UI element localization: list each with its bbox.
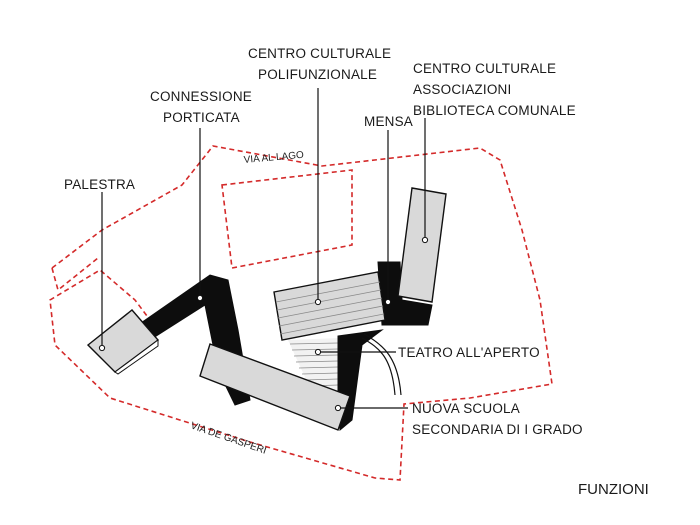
- label-centro-associazioni-line3: BIBLIOTECA COMUNALE: [413, 103, 576, 118]
- diagram-title: FUNZIONI: [578, 481, 649, 498]
- polifunzionale-dot: [314, 298, 322, 306]
- mensa-building: [377, 261, 433, 326]
- label-centro-polifunzionale-line1: CENTRO CULTURALE: [248, 46, 391, 61]
- teatro-dot: [314, 348, 322, 356]
- mensa-dot: [384, 298, 392, 306]
- label-mensa: MENSA: [364, 114, 413, 129]
- site-boundary: [49, 145, 553, 481]
- label-scuola-line2: SECONDARIA DI I GRADO: [412, 422, 583, 437]
- label-connessione-line2: PORTICATA: [163, 110, 240, 125]
- label-centro-associazioni-line2: ASSOCIAZIONI: [413, 82, 511, 97]
- palestra-building: [86, 309, 160, 375]
- biblioteca-dot: [421, 236, 429, 244]
- leader-lines: [101, 88, 426, 409]
- central-core-building: [337, 329, 384, 432]
- nuova-scuola-building: [199, 343, 351, 431]
- inner-lot: [221, 169, 353, 269]
- centro-polifunzionale-building: [273, 271, 386, 341]
- connessione-dot: [196, 294, 204, 302]
- palestra-dot: [98, 344, 106, 352]
- biblioteca-building: [397, 187, 447, 303]
- light-buildings: [86, 187, 447, 431]
- label-centro-associazioni-line1: CENTRO CULTURALE: [413, 61, 556, 76]
- label-palestra: PALESTRA: [64, 177, 135, 192]
- site-boundary-outer: [49, 145, 553, 481]
- label-scuola-line1: NUOVA SCUOLA: [412, 401, 520, 416]
- label-teatro: TEATRO ALL'APERTO: [398, 345, 540, 360]
- location-dots: [98, 236, 429, 412]
- street-via-de-gasperi: VIA DE GASPERI: [189, 420, 268, 456]
- scuola-dot: [334, 404, 342, 412]
- label-connessione-line1: CONNESSIONE: [150, 89, 252, 104]
- street-via-al-lago: VIA AL LAGO: [243, 150, 304, 166]
- label-centro-polifunzionale-line2: POLIFUNZIONALE: [258, 67, 377, 82]
